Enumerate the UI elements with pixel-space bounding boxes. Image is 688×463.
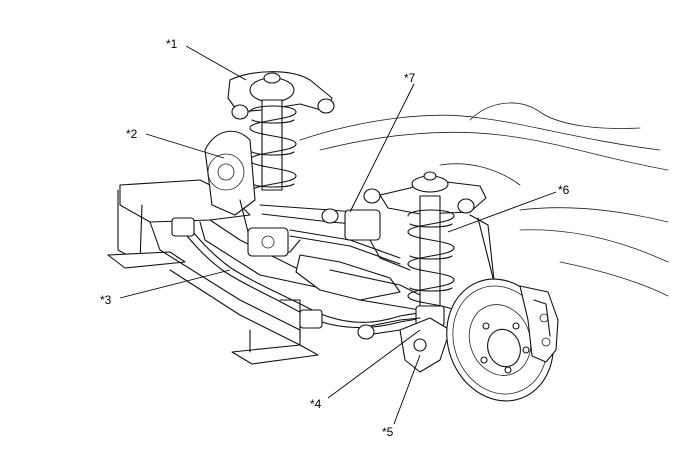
callout-leaders xyxy=(119,45,557,425)
callout-label-7: *7 xyxy=(404,71,416,85)
right-brake-caliper xyxy=(519,285,559,363)
stabilizer-bar xyxy=(171,217,443,329)
vehicle-body-outline xyxy=(299,102,669,297)
callout-label-5: *5 xyxy=(382,425,394,439)
leader-6 xyxy=(447,191,557,233)
leader-3 xyxy=(119,269,231,299)
leader-1 xyxy=(185,45,247,81)
callout-label-6: *6 xyxy=(558,183,570,197)
callout-label-4: *4 xyxy=(310,397,322,411)
left-steering-knuckle xyxy=(204,130,301,257)
leader-7 xyxy=(349,83,415,213)
leader-2 xyxy=(145,133,225,159)
callout-label-3: *3 xyxy=(100,293,112,307)
left-upper-arm xyxy=(227,71,335,120)
left-coil-spring xyxy=(249,99,297,193)
right-steering-knuckle xyxy=(357,214,497,373)
leader-5 xyxy=(393,354,421,425)
steering-gear xyxy=(289,209,431,311)
leader-4 xyxy=(327,329,421,399)
stabilizer-bushing-left xyxy=(171,217,195,237)
right-coil-spring xyxy=(407,195,455,327)
callout-label-2: *2 xyxy=(126,127,138,141)
stabilizer-bushing-right xyxy=(299,309,323,329)
callout-label-1: *1 xyxy=(166,37,178,51)
